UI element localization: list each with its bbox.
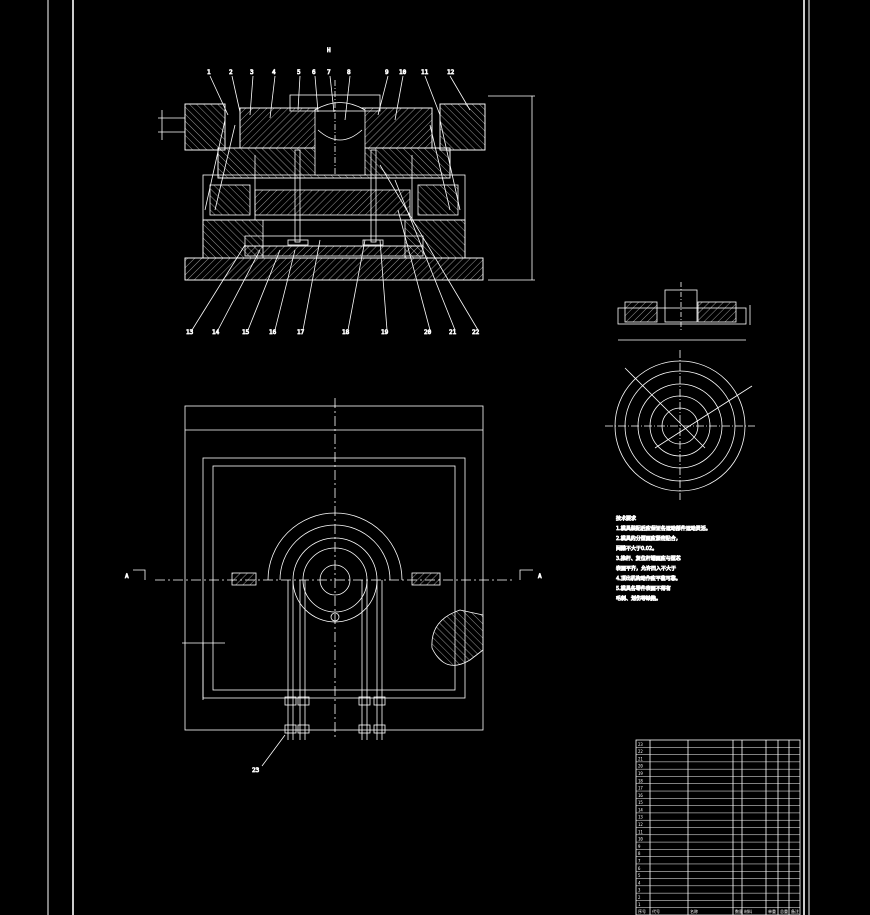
notes-line: 间隙不大于0.02。: [616, 545, 657, 552]
bom-row-number: 23: [638, 742, 643, 747]
callout-1: 1: [207, 69, 211, 76]
callout-5: 5: [297, 69, 301, 76]
bom-row-number: 12: [638, 822, 643, 827]
notes-line: 3.推杆、复位杆端面应与型芯: [616, 555, 681, 562]
bom-row-number: 16: [638, 793, 643, 798]
bom-row-number: 17: [638, 786, 643, 791]
notes-line: 1.模具装配后应保证各运动部件运动灵活。: [616, 525, 711, 532]
callout-21: 21: [449, 329, 457, 336]
bom-header-cell: 单重: [768, 908, 776, 914]
bom-header-cell: 名称: [690, 908, 698, 914]
callout-3: 3: [250, 69, 254, 76]
bom-row-number: 8: [638, 851, 641, 856]
bom-row-number: 9: [638, 844, 641, 849]
bom-header-cell: 代号: [652, 908, 660, 914]
bom-row-number: 18: [638, 778, 643, 783]
bom-row-number: 19: [638, 771, 643, 776]
callout-9: 9: [385, 69, 389, 76]
top-callouts: 1 2 3 4 5 6 7 8 9 10 11 12: [207, 69, 455, 77]
bom-row-number: 20: [638, 764, 643, 769]
callout-17: 17: [297, 329, 305, 336]
callout-23: 23: [252, 767, 260, 774]
callout-10: 10: [399, 69, 407, 76]
technical-notes: 技术要求 1.模具装配后应保证各运动部件运动灵活。 2.模具的分型面应紧密贴合，…: [616, 515, 712, 603]
bom-row-number: 21: [638, 756, 643, 761]
bottom-callouts: 13 14 15 16 17 18 19 20 21 22: [186, 329, 480, 337]
callout-20: 20: [424, 329, 432, 336]
callout-13: 13: [186, 329, 194, 336]
notes-heading: 技术要求: [616, 515, 636, 522]
section-view: [158, 75, 535, 331]
bom-header-cell: 数量: [735, 908, 743, 914]
callout-18: 18: [342, 329, 350, 336]
bom-header-cell: 序号: [638, 908, 646, 914]
callout-14: 14: [212, 329, 220, 336]
callout-8: 8: [347, 69, 351, 76]
bom-row-number: 2: [638, 895, 641, 900]
bom-row-number: 5: [638, 873, 641, 878]
cooling-pipes: [284, 580, 386, 740]
bom-row-number: 4: [638, 880, 641, 885]
section-arrow-left: A: [125, 573, 129, 580]
bom-header-cell: 材料: [744, 908, 752, 914]
notes-line: 5.模具各零件表面不得有: [616, 585, 671, 592]
notes-line: 表面平齐，允许凹入不大于: [616, 565, 676, 572]
bom-row-number: 10: [638, 837, 643, 842]
bom-row-number: 22: [638, 749, 643, 754]
bom-row-number: 14: [638, 807, 643, 812]
sheet-frame: [47, 0, 810, 915]
notes-line: 2.模具的分型面应紧密贴合，: [616, 535, 681, 542]
callout-16: 16: [269, 329, 277, 336]
callout-22: 22: [472, 329, 480, 336]
bill-of-materials: 2322212019181716151413121110987654321序号代…: [635, 739, 801, 915]
bom-row-number: 13: [638, 815, 643, 820]
bottom-leaders: [191, 164, 479, 331]
bom-header-cell: 总重: [780, 908, 788, 914]
callout-12: 12: [447, 69, 455, 76]
section-arrow-right: A: [538, 573, 542, 580]
callout-15: 15: [242, 329, 250, 336]
bom-row-number: 6: [638, 866, 641, 871]
callout-2: 2: [229, 69, 233, 76]
callout-19: 19: [381, 329, 389, 336]
plan-view: [133, 398, 533, 767]
part-detail-section: [617, 282, 751, 341]
bom-row-number: 3: [638, 888, 641, 893]
part-detail-plan: [605, 350, 755, 500]
notes-line: 4.顶出机构动作应平稳可靠。: [616, 575, 681, 582]
callout-11: 11: [421, 69, 429, 76]
bom-header-cell: 备注: [791, 908, 799, 914]
bom-row-number: 11: [638, 829, 643, 834]
callout-4: 4: [272, 69, 276, 76]
callout-7: 7: [327, 69, 331, 76]
top-leaders: [209, 75, 471, 121]
bom-row-number: 1: [638, 902, 641, 907]
section-mark: H: [327, 47, 331, 54]
notes-line: 毛刺、划伤等缺陷。: [616, 595, 661, 602]
bom-row-number: 7: [638, 858, 641, 863]
callout-6: 6: [312, 69, 316, 76]
bom-row-number: 15: [638, 800, 643, 805]
